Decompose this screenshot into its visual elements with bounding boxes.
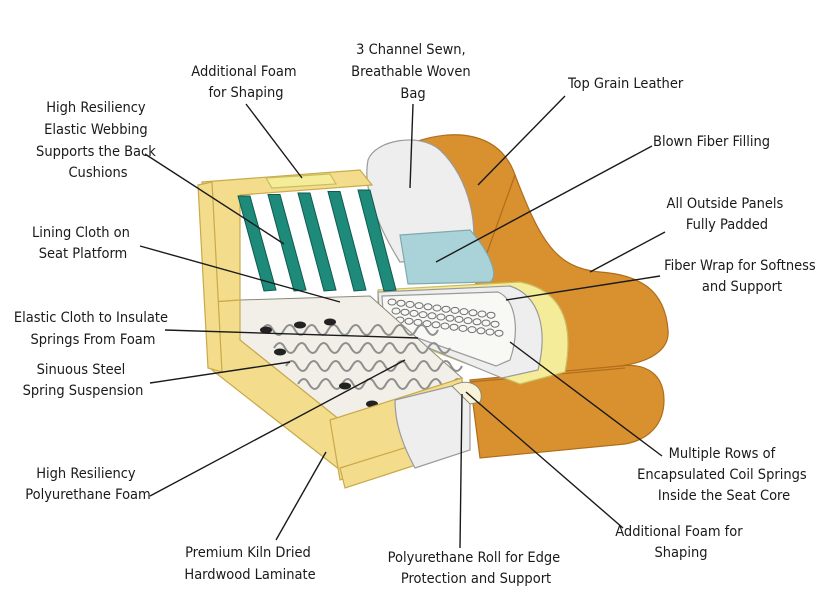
leader-sinuous-steel: [149, 361, 291, 384]
coil: [468, 309, 478, 317]
webbing-strap: [297, 192, 337, 292]
spring-clip: [260, 326, 272, 334]
sinuous-spring: [261, 324, 439, 336]
coil: [432, 304, 442, 312]
callout-labels: Additional Foam for Shaping 3 Channel Se…: [14, 42, 820, 587]
label-outside-panels-padded: All Outside Panels Fully Padded: [667, 196, 788, 233]
coil: [400, 308, 410, 316]
coil: [405, 300, 415, 308]
coil: [431, 321, 441, 329]
elastic-webbing-straps: [237, 189, 397, 292]
label-sinuous-steel: Sinuous Steel Spring Suspension: [23, 362, 144, 399]
leader-coil-springs: [509, 341, 663, 457]
leader-polyurethane-roll: [459, 393, 463, 549]
coil: [414, 302, 424, 310]
webbing-strap: [327, 191, 367, 292]
coil: [391, 307, 401, 315]
coil: [467, 326, 477, 334]
leather-front-base: [469, 364, 665, 459]
leader-lining-cloth: [139, 245, 341, 303]
leader-webbing: [144, 153, 285, 245]
sinuous-spring: [285, 360, 463, 372]
leader-top-grain-leather: [477, 95, 566, 186]
label-additional-foam-shaping-top: Additional Foam for Shaping: [191, 64, 300, 101]
webbing-strap: [267, 194, 307, 292]
webbing-strap: [357, 189, 397, 292]
coil: [404, 317, 414, 325]
coil: [476, 327, 486, 335]
label-blown-fiber-filling: Blown Fiber Filling: [653, 134, 770, 150]
encapsulated-coils: [387, 298, 504, 337]
label-elastic-cloth: Elastic Cloth to Insulate Springs From F…: [14, 310, 172, 348]
coil: [450, 306, 460, 314]
leader-additional-foam-bottom: [465, 391, 624, 529]
leader-outside-panels: [589, 231, 666, 273]
spring-clip: [339, 382, 351, 390]
coil: [423, 303, 433, 311]
sinuous-springs: [260, 318, 475, 408]
coil: [427, 312, 437, 320]
coil: [477, 310, 487, 318]
coil: [422, 320, 432, 328]
label-high-resiliency-webbing: High Resiliency Elastic Webbing Supports…: [36, 100, 160, 181]
coil: [490, 320, 500, 328]
leader-elastic-cloth: [164, 329, 419, 339]
front-foam-block: [394, 385, 471, 469]
coil: [409, 309, 419, 317]
coil: [396, 299, 406, 307]
coil: [440, 322, 450, 330]
coil: [494, 329, 504, 337]
label-kiln-dried-hardwood: Premium Kiln Dried Hardwood Laminate: [184, 545, 315, 583]
coil: [486, 311, 496, 319]
top-shaping-foam: [264, 173, 338, 189]
sinuous-spring: [273, 342, 451, 354]
webbing-strap: [237, 195, 277, 292]
leader-additional-foam-top: [245, 103, 303, 179]
leader-polyurethane-foam: [149, 359, 406, 497]
leader-blown-fiber: [435, 145, 653, 263]
label-lining-cloth: Lining Cloth on Seat Platform: [32, 225, 134, 262]
coil: [472, 318, 482, 326]
spring-clip: [274, 348, 286, 356]
label-additional-foam-shaping-bottom: Additional Foam for Shaping: [615, 524, 747, 561]
leader-lines: [139, 95, 666, 549]
label-top-grain-leather: Top Grain Leather: [567, 76, 684, 92]
coil: [441, 305, 451, 313]
coil: [418, 311, 428, 319]
coil: [485, 328, 495, 336]
coil: [481, 319, 491, 327]
label-polyurethane-foam: High Resiliency Polyurethane Foam: [25, 466, 151, 503]
coil: [436, 313, 446, 321]
coil: [454, 315, 464, 323]
leader-channel-sewn-bag: [409, 103, 414, 189]
label-coil-springs: Multiple Rows of Encapsulated Coil Sprin…: [637, 446, 811, 504]
coil: [458, 324, 468, 332]
coil: [445, 314, 455, 322]
coil: [387, 298, 397, 306]
leader-kiln-dried: [275, 451, 327, 541]
coil: [463, 317, 473, 325]
leader-fiber-wrap: [505, 275, 661, 301]
coil: [449, 323, 459, 331]
label-polyurethane-roll: Polyurethane Roll for Edge Protection an…: [388, 550, 565, 587]
coil: [413, 318, 423, 326]
spring-clip: [294, 321, 306, 329]
sofa-illustration: [197, 134, 669, 489]
spring-clip: [324, 318, 336, 326]
label-fiber-wrap: Fiber Wrap for Softness and Support: [664, 258, 820, 295]
coil: [459, 308, 469, 316]
label-channel-sewn-bag: 3 Channel Sewn, Breathable Woven Bag: [351, 42, 475, 102]
